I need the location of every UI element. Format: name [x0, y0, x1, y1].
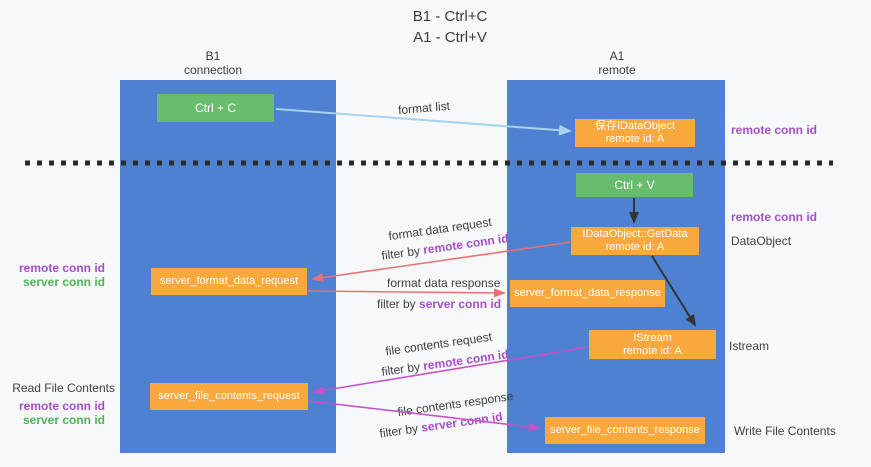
annotation-left-server-conn-id-2: server conn id: [22, 413, 105, 427]
edge-label-format-list: format list: [397, 98, 451, 118]
annotation-right-remote-conn-id-mid: remote conn id: [731, 210, 818, 224]
annotation-right-remote-conn-id-top: remote conn id: [731, 123, 818, 137]
node-ctrl-c: Ctrl + C: [157, 94, 274, 122]
title-line-1: B1 - Ctrl+C: [412, 8, 488, 25]
server-conn-id-text: server conn id: [419, 297, 502, 311]
lane-header-a1-remote: A1 remote: [598, 49, 636, 77]
node-ctrl-v: Ctrl + V: [576, 173, 693, 197]
filter-by-text: filter by: [377, 297, 420, 311]
annotation-istream: Istream: [729, 339, 770, 353]
filter-by-text: filter by: [380, 359, 425, 379]
node-save-idataobject: 保存IDataObject remote id: A: [575, 119, 695, 147]
filter-by-text: filter by: [380, 243, 425, 263]
node-istream: IStream remote id: A: [589, 330, 716, 359]
annotation-write-file-contents: Write File Contents: [734, 424, 836, 438]
node-server-file-contents-request: server_file_contents_request: [150, 383, 308, 410]
lane-header-b1-connection: B1 connection: [183, 49, 243, 77]
annotation-dataobject: DataObject: [731, 234, 792, 248]
edge-label-format-data-response: format data response: [387, 276, 501, 290]
annotation-left-server-conn-id: server conn id: [22, 275, 105, 289]
title-line-2: A1 - Ctrl+V: [413, 29, 487, 46]
filter-by-text: filter by: [378, 420, 423, 441]
annotation-left-remote-conn-id-2: remote conn id: [18, 399, 105, 413]
node-server-format-data-request: server_format_data_request: [151, 268, 307, 295]
annotation-left-remote-conn-id: remote conn id: [18, 261, 105, 275]
node-idataobject-getdata: IDataObject::GetData remote id: A: [571, 227, 699, 255]
annotation-read-file-contents: Read File Contents: [12, 381, 115, 395]
node-server-file-contents-response: server_file_contents_response: [545, 417, 705, 444]
diagram-title: B1 - Ctrl+C A1 - Ctrl+V: [300, 6, 600, 48]
arrow-format-data-response: [307, 288, 506, 298]
edge-label-filter-server-1: filter by server conn id: [377, 297, 501, 311]
node-server-format-data-response: server_format_data_response: [510, 280, 665, 307]
